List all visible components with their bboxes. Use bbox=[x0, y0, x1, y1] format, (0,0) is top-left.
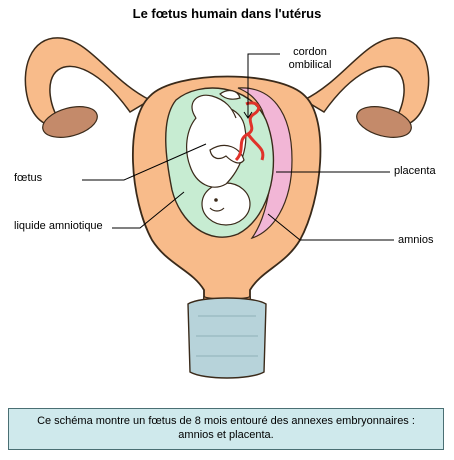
right-ovary bbox=[356, 106, 412, 138]
placenta bbox=[237, 87, 293, 240]
caption-box: Ce schéma montre un fœtus de 8 mois ento… bbox=[8, 408, 444, 450]
vagina bbox=[187, 297, 267, 379]
label-liquide-amniotique: liquide amniotique bbox=[14, 220, 103, 232]
label-foetus: fœtus bbox=[14, 172, 43, 184]
left-ovary bbox=[42, 106, 98, 138]
label-placenta: placenta bbox=[394, 165, 436, 177]
label-cordon-line2: ombilical bbox=[288, 59, 332, 71]
diagram-title: Le fœtus humain dans l'utérus bbox=[132, 6, 322, 21]
umbilical-cord bbox=[234, 101, 260, 162]
right-fallopian-tube bbox=[302, 37, 430, 127]
label-amnios: amnios bbox=[398, 234, 434, 246]
left-fallopian-tube bbox=[24, 37, 152, 127]
label-cordon-line1: cordon bbox=[293, 46, 327, 58]
label-cordon-ombilical: cordon ombilical bbox=[280, 46, 340, 72]
fetus bbox=[186, 89, 251, 226]
leader-lines bbox=[82, 53, 394, 241]
